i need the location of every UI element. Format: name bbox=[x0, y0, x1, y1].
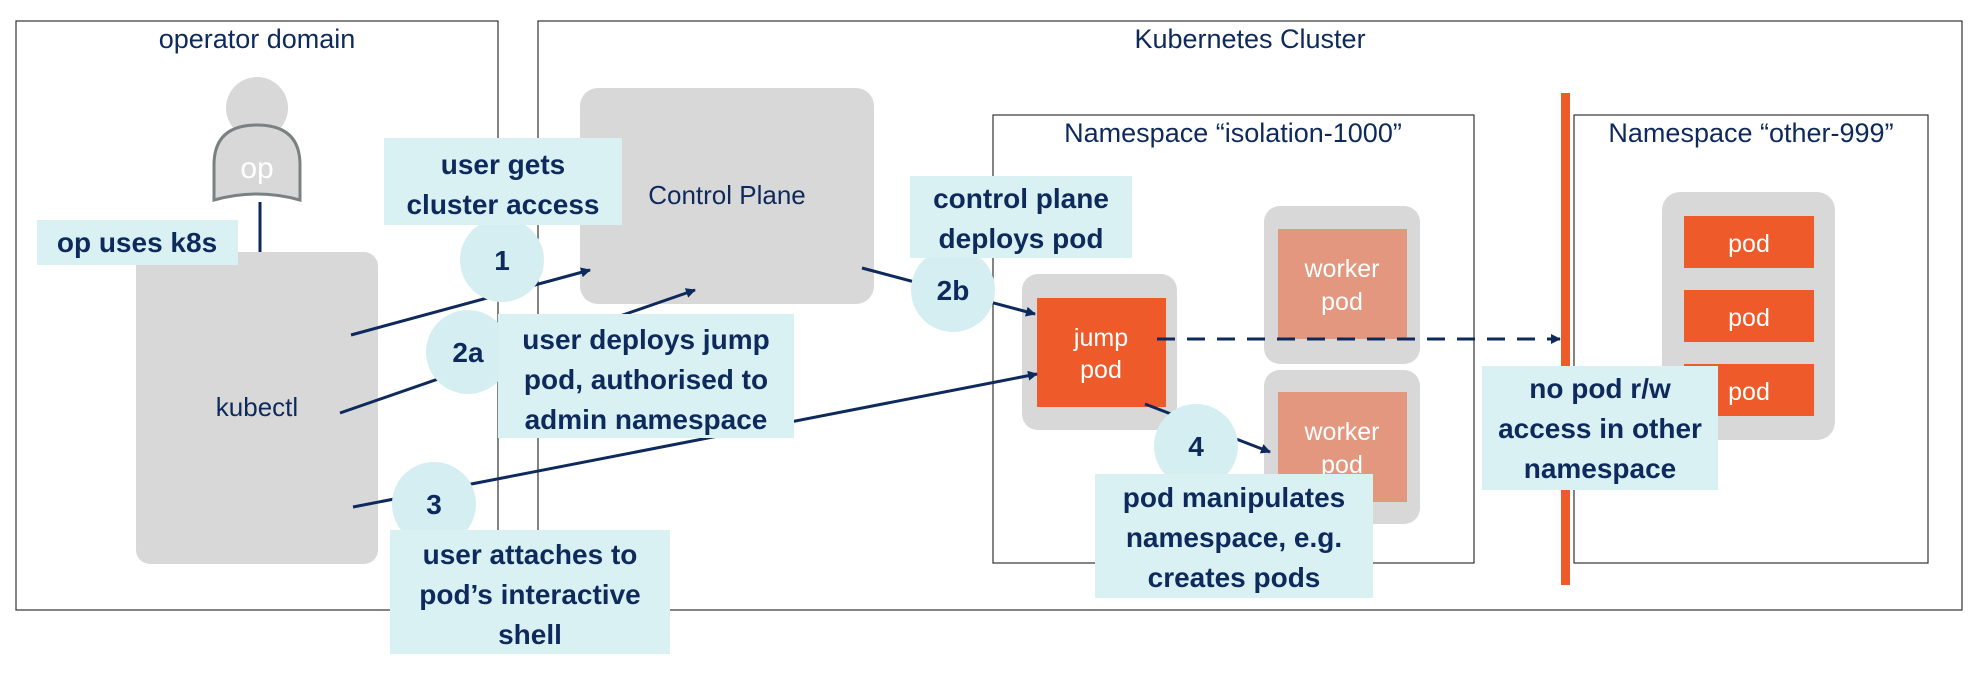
svg-text:pod, authorised to: pod, authorised to bbox=[524, 364, 768, 395]
svg-text:user deploys jump: user deploys jump bbox=[522, 324, 769, 355]
worker-pod-1 bbox=[1278, 229, 1407, 339]
arrow-step-1 bbox=[350, 267, 591, 337]
svg-text:user gets: user gets bbox=[441, 149, 566, 180]
control-plane-box bbox=[580, 88, 874, 304]
worker-pod-1-label-line2: pod bbox=[1321, 288, 1363, 316]
svg-text:pod’s interactive: pod’s interactive bbox=[419, 579, 640, 610]
jump-pod-label-line1: jump bbox=[1073, 324, 1128, 352]
svg-text:no pod r/w: no pod r/w bbox=[1529, 373, 1671, 404]
cluster-title: Kubernetes Cluster bbox=[1134, 24, 1365, 54]
step-2a-label: 2a bbox=[452, 337, 484, 368]
callout-cluster-access: user gets cluster access bbox=[384, 138, 622, 225]
svg-text:creates pods: creates pods bbox=[1148, 562, 1321, 593]
worker-pod-1-label-line1: worker bbox=[1303, 255, 1379, 283]
callout-attaches-shell: user attaches to pod’s interactive shell bbox=[390, 530, 670, 654]
other-pod-2 bbox=[1684, 290, 1814, 342]
control-plane-label: Control Plane bbox=[648, 180, 806, 210]
callout-op-uses-k8s: op uses k8s bbox=[37, 220, 238, 265]
namespace-other-title: Namespace “other-999” bbox=[1608, 118, 1893, 148]
svg-text:admin namespace: admin namespace bbox=[525, 404, 768, 435]
svg-text:namespace, e.g.: namespace, e.g. bbox=[1126, 522, 1342, 553]
step-2b-circle bbox=[911, 248, 995, 332]
svg-text:access in other: access in other bbox=[1498, 413, 1702, 444]
other-pod-1-label: pod bbox=[1728, 230, 1770, 258]
operator-domain-title: operator domain bbox=[159, 24, 356, 54]
svg-text:control plane: control plane bbox=[933, 183, 1109, 214]
other-pod-1 bbox=[1684, 216, 1814, 268]
callout-pod-manipulates: pod manipulates namespace, e.g. creates … bbox=[1095, 474, 1373, 598]
other-pod-3-label: pod bbox=[1728, 378, 1770, 406]
operator-person-icon: op bbox=[212, 77, 302, 202]
step-4-circle bbox=[1154, 404, 1238, 488]
namespace-other-frame bbox=[1573, 114, 1929, 564]
svg-text:pod manipulates: pod manipulates bbox=[1123, 482, 1345, 513]
svg-text:op uses k8s: op uses k8s bbox=[57, 227, 217, 258]
kubectl-label: kubectl bbox=[216, 392, 298, 422]
namespace-isolation-title: Namespace “isolation-1000” bbox=[1064, 118, 1402, 148]
namespace-barrier bbox=[1561, 93, 1570, 585]
svg-text:cluster access: cluster access bbox=[406, 189, 599, 220]
kubectl-box bbox=[136, 252, 378, 564]
svg-text:shell: shell bbox=[498, 619, 562, 650]
svg-text:deploys pod: deploys pod bbox=[939, 223, 1104, 254]
step-3-label: 3 bbox=[426, 489, 442, 520]
other-pod-2-label: pod bbox=[1728, 304, 1770, 332]
step-1-circle bbox=[460, 218, 544, 302]
worker-pod-2-label-line1: worker bbox=[1303, 418, 1379, 446]
operator-label: op bbox=[240, 152, 273, 185]
callout-control-plane-deploys: control plane deploys pod bbox=[910, 176, 1132, 258]
jump-pod-label-line2: pod bbox=[1080, 356, 1122, 384]
callout-deploys-jump-pod: user deploys jump pod, authorised to adm… bbox=[498, 314, 794, 438]
svg-text:namespace: namespace bbox=[1524, 453, 1677, 484]
step-2b-label: 2b bbox=[937, 275, 970, 306]
callout-no-access: no pod r/w access in other namespace bbox=[1482, 366, 1718, 490]
step-2a-circle bbox=[426, 310, 510, 394]
step-4-label: 4 bbox=[1188, 431, 1204, 462]
svg-text:user attaches to: user attaches to bbox=[423, 539, 638, 570]
jump-pod bbox=[1037, 298, 1166, 407]
step-1-label: 1 bbox=[494, 245, 510, 276]
step-3-circle bbox=[392, 462, 476, 546]
